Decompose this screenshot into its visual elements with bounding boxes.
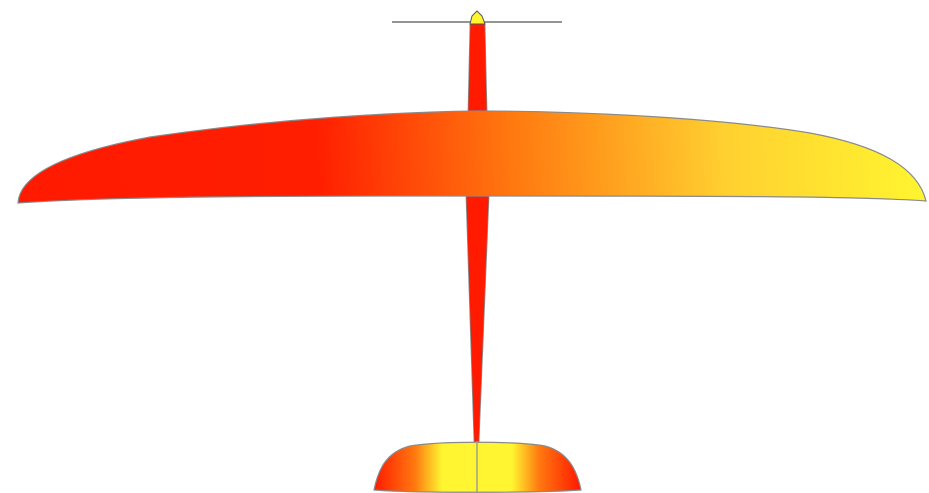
nose-cone [469, 10, 486, 25]
main-wing [17, 110, 927, 204]
fuselage-front [467, 23, 488, 113]
fuselage-boom [465, 195, 490, 443]
